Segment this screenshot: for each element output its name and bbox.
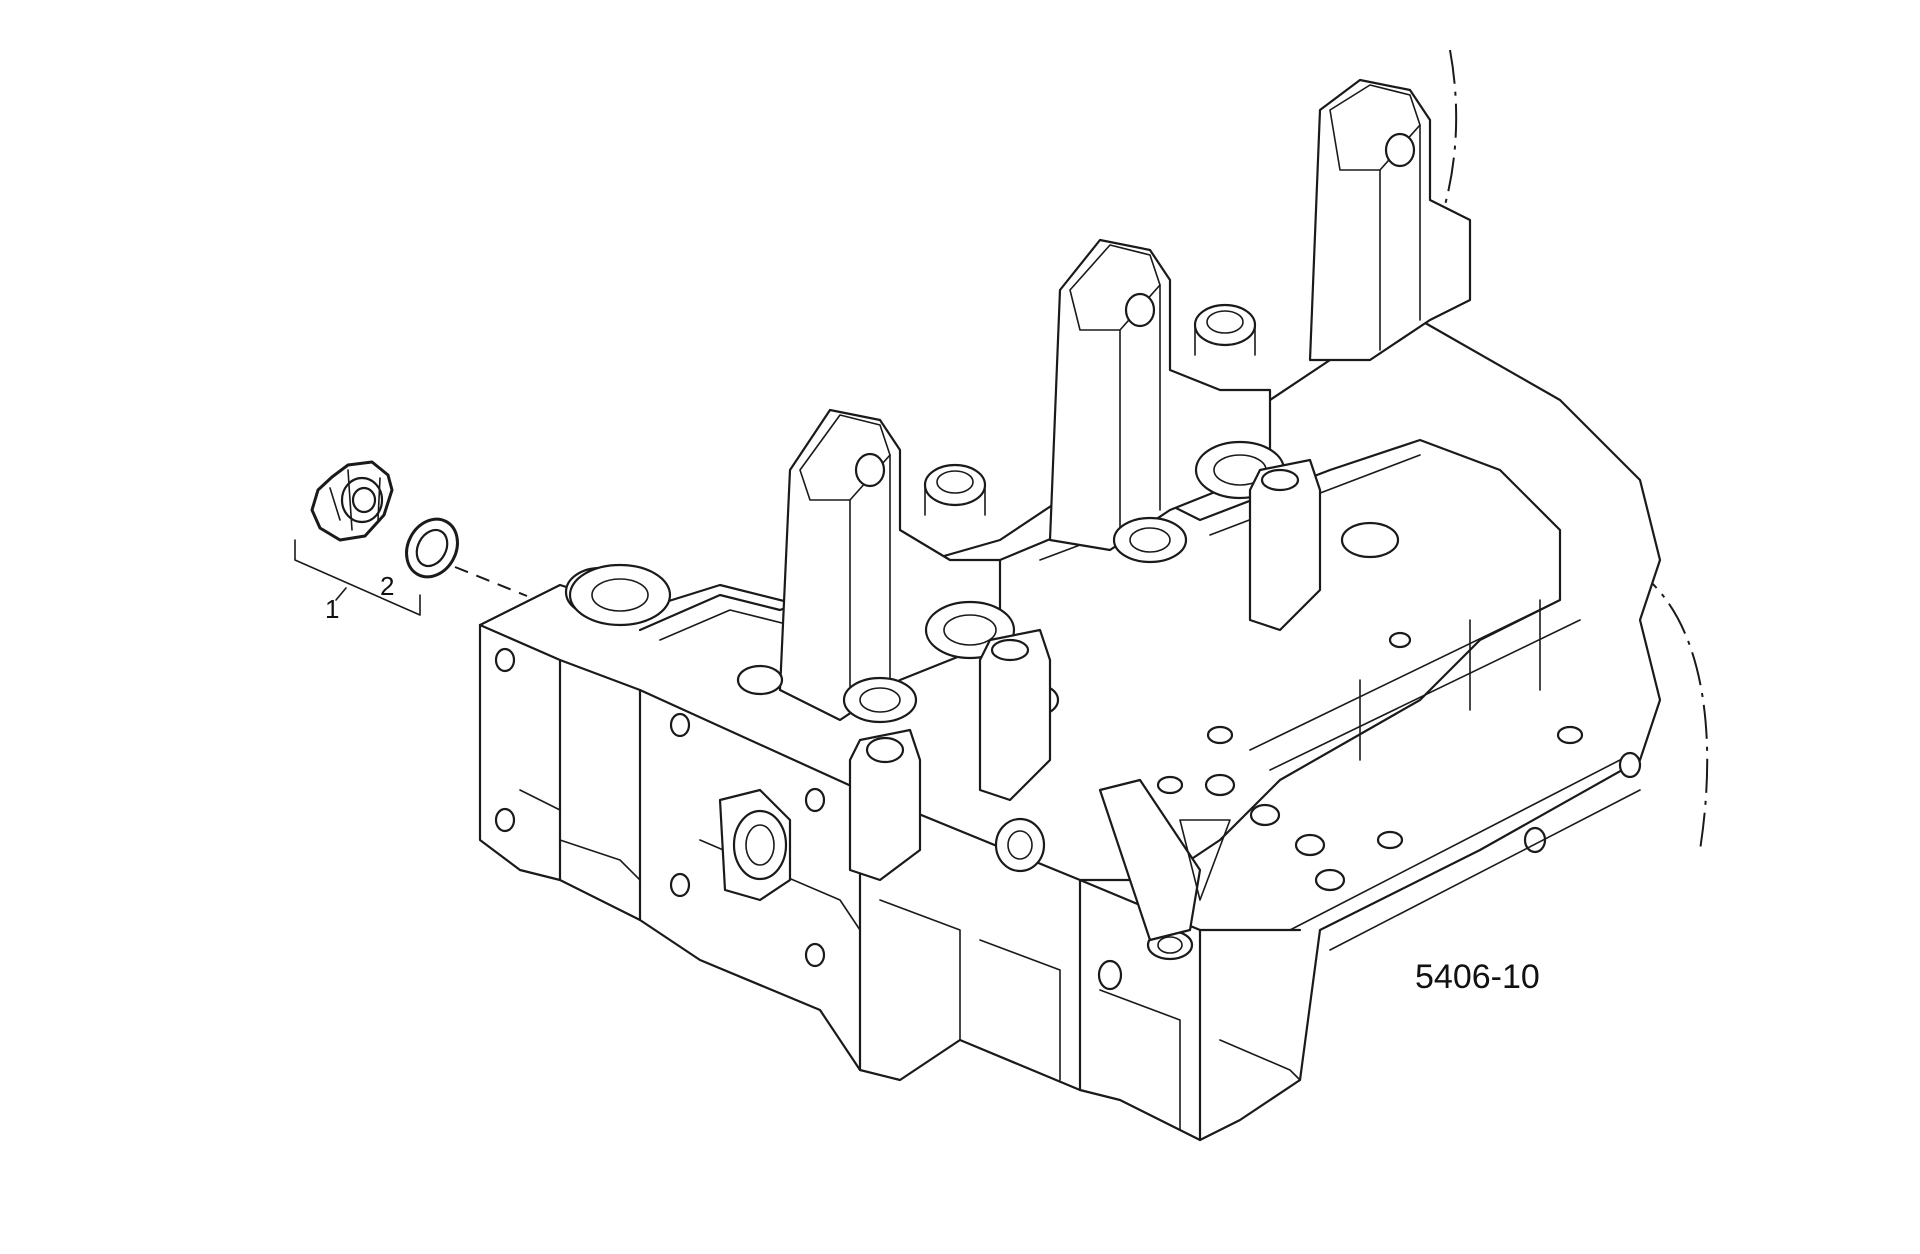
web-brace — [1098, 778, 1202, 942]
bracket-1 — [294, 539, 421, 616]
mount-holes — [494, 647, 1642, 991]
rocker-supports — [848, 458, 1322, 882]
deck-holes — [1146, 631, 1584, 961]
housing — [478, 78, 1662, 1142]
figure-reference-number: 5406-10 — [1415, 958, 1540, 996]
part-1-plug — [310, 460, 394, 542]
cam-tower-3 — [1308, 78, 1472, 362]
part-2-washer — [405, 517, 459, 579]
callout-1: 1 — [325, 594, 340, 624]
callout-2: 2 — [380, 571, 395, 601]
leader-1 — [335, 587, 347, 601]
assembly-line — [454, 566, 528, 597]
end-boss — [568, 563, 672, 627]
